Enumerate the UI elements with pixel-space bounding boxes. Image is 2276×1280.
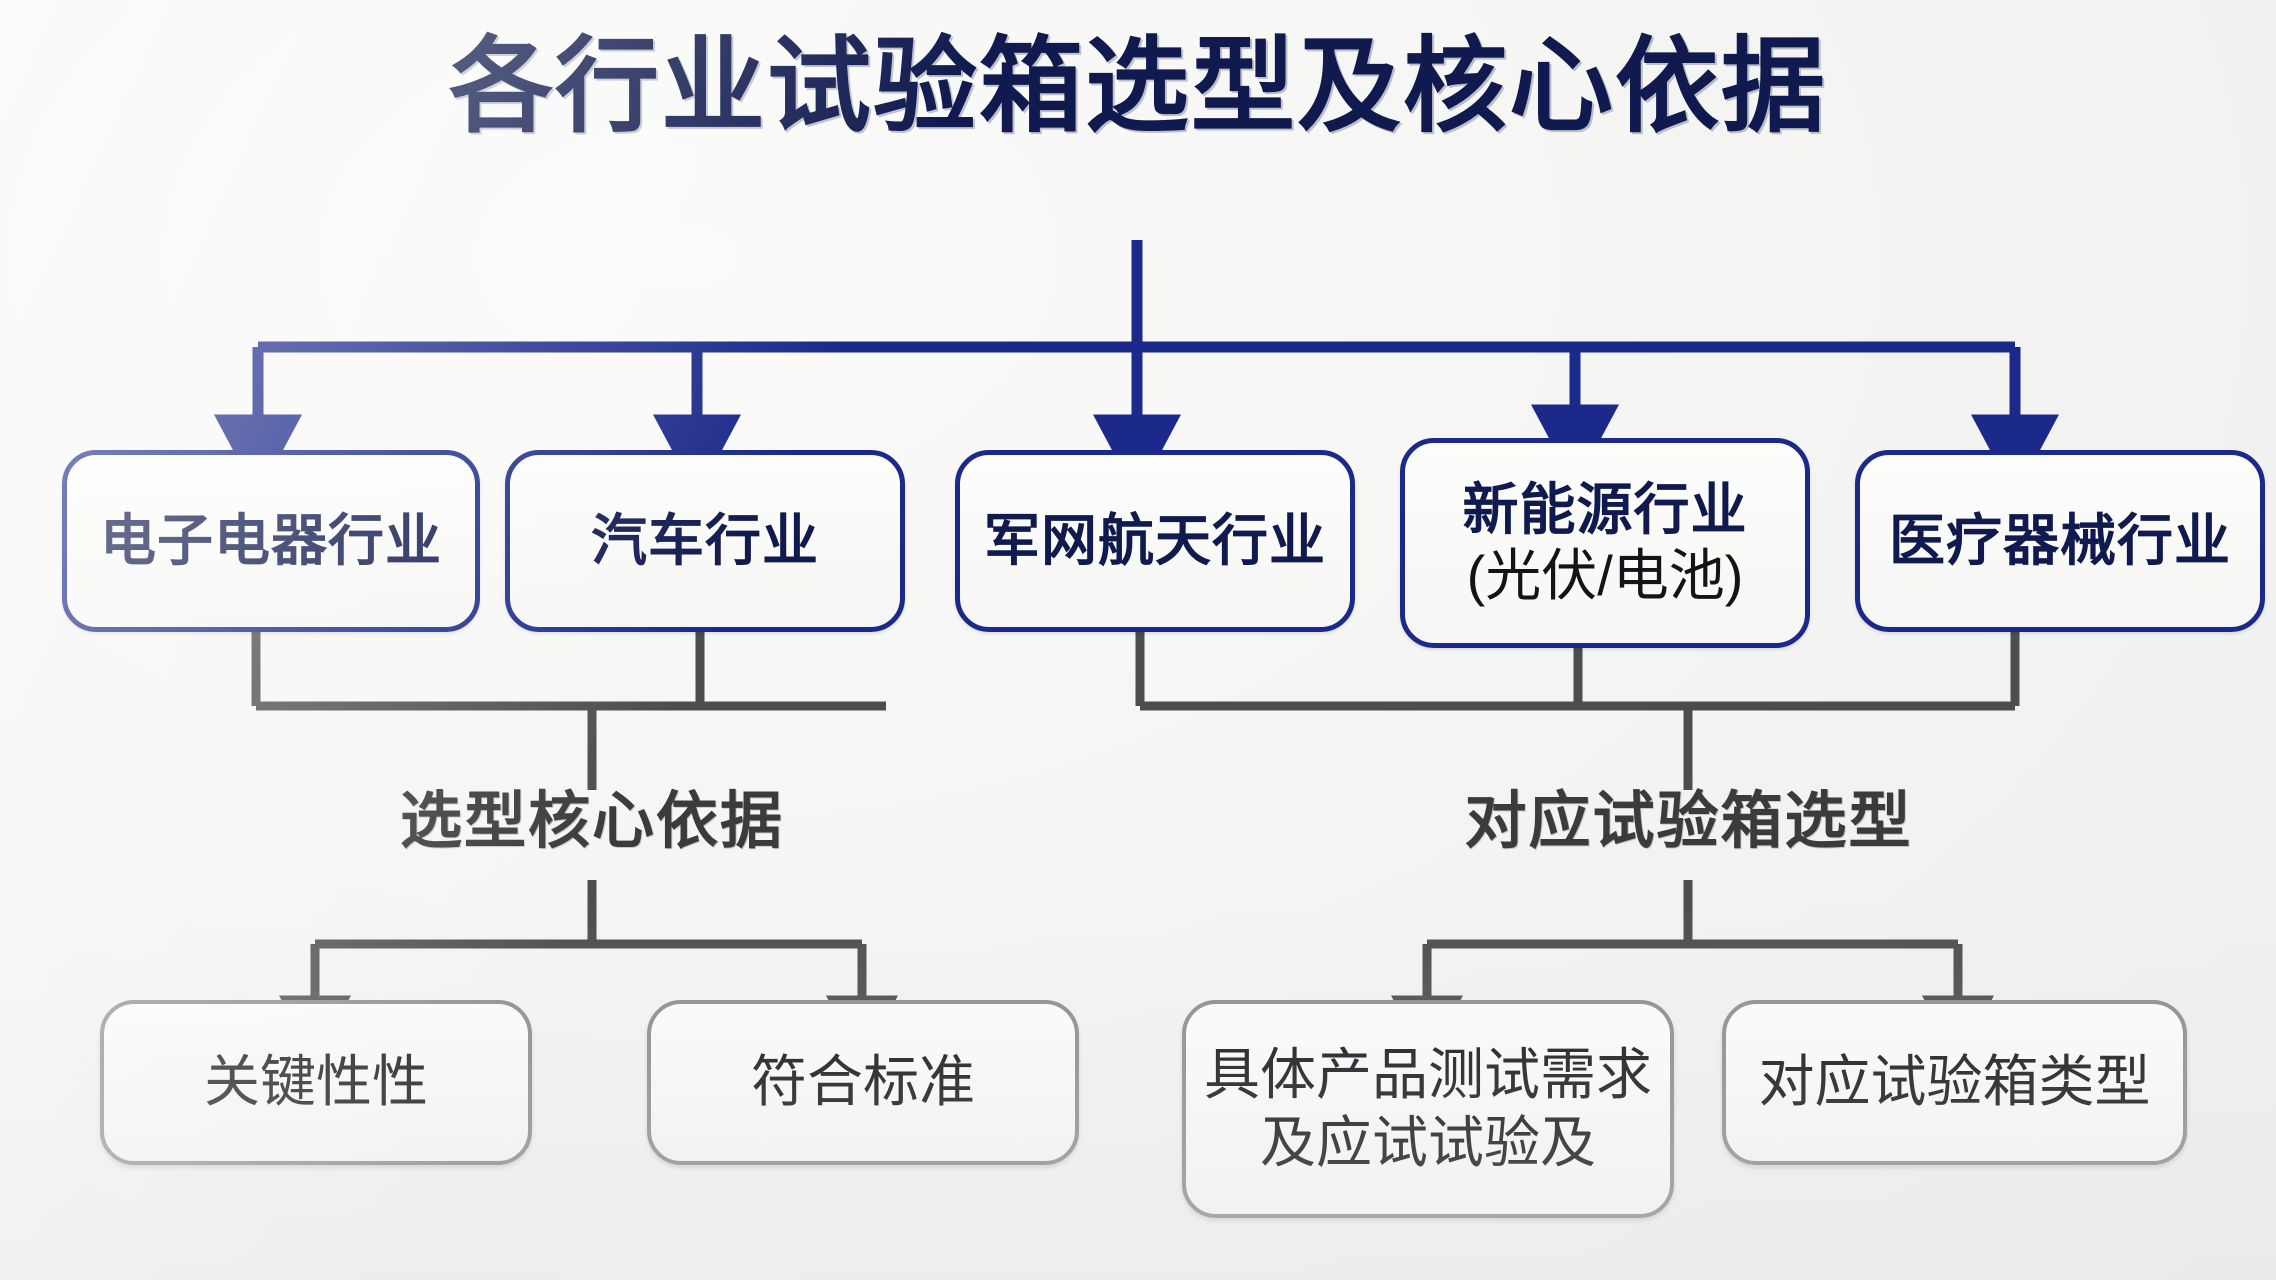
leaf-label: 对应试验箱类型 <box>1758 1050 2151 1114</box>
gray-fork-left <box>279 880 898 1063</box>
industry-box-medical-devices[interactable]: 医疗器械行业 <box>1855 450 2265 632</box>
navy-branches <box>214 347 2059 497</box>
group-label-chamber-selection: 对应试验箱选型 <box>1464 787 1913 856</box>
industry-label: 电子电器行业 <box>100 509 442 573</box>
leaf-label: 符合标准 <box>751 1050 975 1114</box>
industry-sublabel: (光伏/电池) <box>1466 544 1744 607</box>
industry-label: 新能源行业 <box>1462 478 1748 542</box>
group-label-selection-basis: 选型核心依据 <box>399 787 784 856</box>
gray-fork-right <box>1391 880 1994 1063</box>
gray-group-left <box>251 632 886 790</box>
industry-box-automotive[interactable]: 汽车行业 <box>505 450 905 632</box>
leaf-label-line2: 及应试试验及 <box>1260 1111 1596 1174</box>
leaf-box-key-performance[interactable]: 关键性性 <box>100 1000 532 1165</box>
industry-label: 医疗器械行业 <box>1889 509 2231 573</box>
gray-group-right <box>1135 632 2020 790</box>
industry-box-military-aerospace[interactable]: 军网航天行业 <box>955 450 1355 632</box>
page-title: 各行业试验箱选型及核心依据 <box>448 29 1827 145</box>
leaf-box-chamber-type[interactable]: 对应试验箱类型 <box>1722 1000 2187 1165</box>
industry-label: 汽车行业 <box>591 509 819 573</box>
industry-box-new-energy[interactable]: 新能源行业 (光伏/电池) <box>1400 438 1810 648</box>
leaf-box-product-test-requirements[interactable]: 具体产品测试需求 及应试试验及 <box>1182 1000 1674 1218</box>
navy-trunk <box>258 240 2015 353</box>
industry-label: 军网航天行业 <box>984 509 1326 573</box>
leaf-label: 关键性性 <box>204 1050 428 1114</box>
industry-box-electronics[interactable]: 电子电器行业 <box>62 450 480 632</box>
leaf-label-line1: 具体产品测试需求 <box>1204 1042 1652 1106</box>
leaf-box-compliance-standard[interactable]: 符合标准 <box>647 1000 1079 1165</box>
